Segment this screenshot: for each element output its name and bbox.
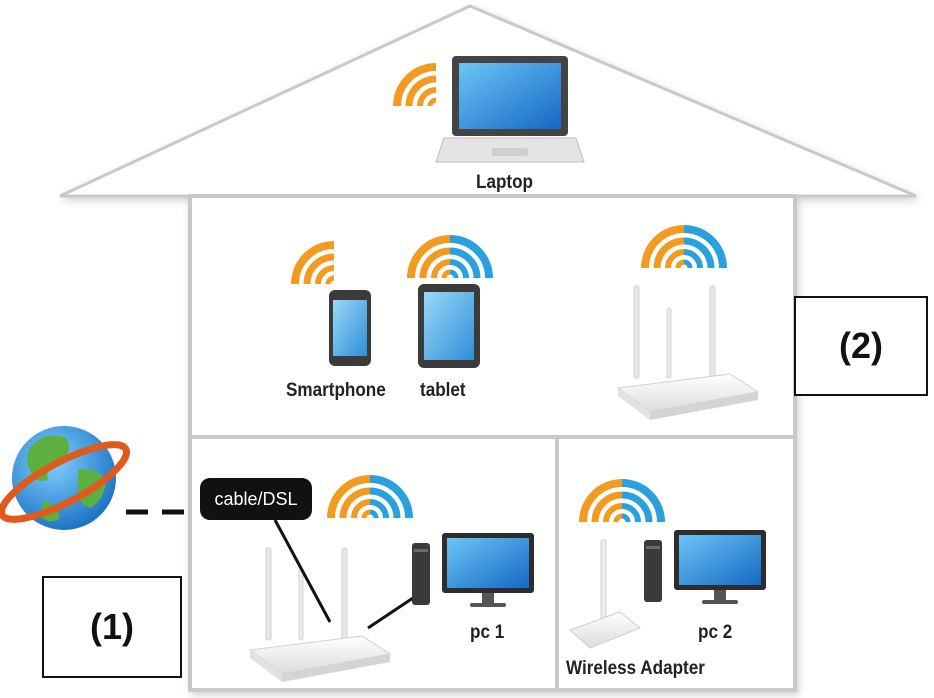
globe-icon — [0, 426, 131, 530]
wireless-adapter-label: Wireless Adapter — [566, 658, 705, 679]
tablet-icon — [418, 284, 480, 368]
modem-cable — [273, 519, 332, 623]
tablet-label: tablet — [420, 380, 466, 401]
house — [59, 4, 917, 692]
laptop-icon — [435, 56, 585, 163]
smartphone-label: Smartphone — [286, 380, 386, 401]
pc-cable — [367, 594, 417, 630]
wireless-adapter-icon — [569, 539, 641, 649]
modem-label: cable/DSL — [200, 478, 312, 520]
laptop-label: Laptop — [476, 172, 533, 193]
pc1-label: pc 1 — [470, 622, 505, 643]
smartphone-icon — [329, 290, 371, 366]
callout-box-1: (1) — [42, 576, 182, 678]
pc2-label: pc 2 — [698, 622, 733, 643]
callout-box-2: (2) — [794, 296, 928, 396]
